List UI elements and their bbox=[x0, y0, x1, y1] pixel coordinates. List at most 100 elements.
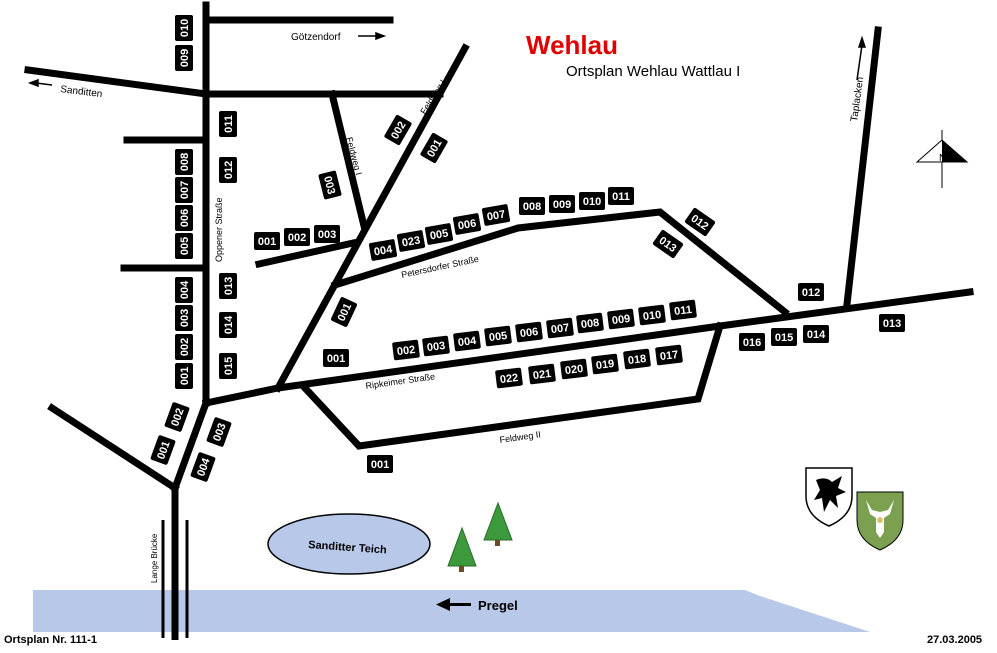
house-number: 001 bbox=[150, 435, 176, 465]
bridge-lange-bruecke bbox=[161, 488, 189, 640]
plan-number: Ortsplan Nr. 111-1 bbox=[4, 634, 97, 646]
house-number: 002 bbox=[392, 339, 420, 361]
svg-text:002: 002 bbox=[169, 407, 187, 428]
label-oppener-strasse: Oppener Straße bbox=[214, 197, 224, 262]
house-number: 002 bbox=[284, 228, 310, 246]
pregel-arrow bbox=[436, 598, 471, 611]
house-number: 001 bbox=[367, 455, 393, 473]
svg-text:018: 018 bbox=[627, 353, 647, 367]
house-number: 002 bbox=[164, 402, 190, 432]
house-number: 009 bbox=[607, 308, 635, 330]
svg-text:012: 012 bbox=[802, 287, 820, 299]
map-subtitle: Ortsplan Wehlau Wattlau I bbox=[566, 63, 741, 80]
house-number: 008 bbox=[576, 312, 604, 334]
house-number: 016 bbox=[739, 333, 765, 351]
house-number: 002 bbox=[384, 114, 412, 146]
label-sanditten: Sanditten bbox=[60, 84, 103, 100]
house-number: 008 bbox=[175, 149, 193, 175]
svg-text:008: 008 bbox=[580, 317, 600, 331]
house-number: 012 bbox=[684, 207, 716, 237]
svg-text:009: 009 bbox=[611, 313, 631, 327]
svg-text:009: 009 bbox=[179, 49, 191, 67]
house-number: 014 bbox=[803, 325, 829, 343]
svg-text:001: 001 bbox=[327, 353, 345, 365]
svg-text:003: 003 bbox=[211, 422, 229, 443]
svg-text:008: 008 bbox=[523, 201, 541, 213]
label-pregel: Pregel bbox=[478, 598, 518, 613]
svg-text:008: 008 bbox=[179, 153, 191, 171]
house-number: 015 bbox=[219, 353, 237, 379]
house-number: 005 bbox=[424, 223, 454, 245]
house-number: 011 bbox=[669, 299, 697, 321]
svg-text:010: 010 bbox=[179, 19, 191, 37]
svg-text:002: 002 bbox=[396, 344, 416, 358]
label-feldweg-2: Feldweg II bbox=[499, 429, 542, 445]
house-number: 020 bbox=[560, 358, 588, 380]
house-number: 019 bbox=[591, 353, 619, 375]
svg-text:014: 014 bbox=[223, 315, 235, 334]
house-number: 004 bbox=[368, 239, 398, 261]
svg-text:010: 010 bbox=[583, 196, 601, 208]
house-number: 015 bbox=[771, 328, 797, 346]
house-number: 012 bbox=[219, 157, 237, 183]
river-pregel bbox=[33, 590, 870, 632]
house-number: 012 bbox=[798, 283, 824, 301]
house-number: 009 bbox=[549, 195, 575, 213]
svg-text:016: 016 bbox=[743, 337, 761, 349]
house-number: 003 bbox=[422, 335, 450, 357]
svg-text:006: 006 bbox=[519, 326, 539, 340]
svg-text:006: 006 bbox=[179, 209, 191, 227]
svg-text:017: 017 bbox=[659, 349, 679, 363]
north-arrow-icon: N bbox=[915, 130, 969, 188]
house-number: 013 bbox=[879, 314, 905, 332]
svg-text:012: 012 bbox=[223, 161, 235, 179]
pond-sanditter-teich bbox=[267, 513, 431, 575]
house-number: 001 bbox=[323, 349, 349, 367]
svg-text:001: 001 bbox=[371, 459, 389, 471]
eagle-coat-of-arms-icon bbox=[805, 467, 853, 527]
house-number: 004 bbox=[453, 330, 481, 352]
svg-text:006: 006 bbox=[457, 217, 477, 232]
house-number: 005 bbox=[484, 325, 512, 347]
svg-text:005: 005 bbox=[488, 330, 508, 344]
house-number: 006 bbox=[515, 321, 543, 343]
plan-date: 27.03.2005 bbox=[927, 634, 983, 646]
svg-text:001: 001 bbox=[258, 236, 276, 248]
house-number: 001 bbox=[175, 363, 193, 389]
house-number: 003 bbox=[318, 170, 342, 200]
house-number: 005 bbox=[175, 233, 193, 259]
house-number: 004 bbox=[190, 452, 216, 482]
house-number: 007 bbox=[481, 204, 511, 226]
svg-text:003: 003 bbox=[321, 175, 337, 196]
svg-text:022: 022 bbox=[499, 372, 519, 386]
house-number: 011 bbox=[608, 187, 634, 205]
svg-text:013: 013 bbox=[223, 277, 235, 295]
house-number: 023 bbox=[396, 230, 426, 252]
svg-text:014: 014 bbox=[807, 329, 826, 341]
svg-text:011: 011 bbox=[612, 191, 630, 203]
house-number: 013 bbox=[652, 229, 684, 259]
house-number: 009 bbox=[175, 45, 193, 71]
svg-text:011: 011 bbox=[674, 304, 693, 318]
house-number: 010 bbox=[638, 304, 666, 326]
label-lange-bruecke: Lange Brücke bbox=[150, 533, 159, 583]
direction-arrows bbox=[27, 31, 867, 88]
house-number: 006 bbox=[175, 205, 193, 231]
map-title: Wehlau bbox=[526, 30, 618, 60]
label-goetzendorf: Götzendorf bbox=[291, 32, 341, 43]
svg-text:007: 007 bbox=[486, 208, 506, 223]
svg-text:002: 002 bbox=[179, 338, 191, 356]
svg-text:010: 010 bbox=[642, 309, 662, 323]
house-number: 021 bbox=[528, 363, 556, 385]
svg-text:011: 011 bbox=[223, 115, 235, 133]
svg-text:004: 004 bbox=[179, 280, 191, 299]
svg-text:021: 021 bbox=[532, 368, 552, 382]
house-number: 003 bbox=[314, 225, 340, 243]
svg-text:N: N bbox=[939, 153, 946, 164]
house-number: 008 bbox=[519, 197, 545, 215]
house-number: 001 bbox=[420, 132, 448, 164]
svg-text:001: 001 bbox=[155, 440, 173, 461]
svg-text:023: 023 bbox=[401, 234, 421, 249]
svg-text:015: 015 bbox=[775, 332, 793, 344]
